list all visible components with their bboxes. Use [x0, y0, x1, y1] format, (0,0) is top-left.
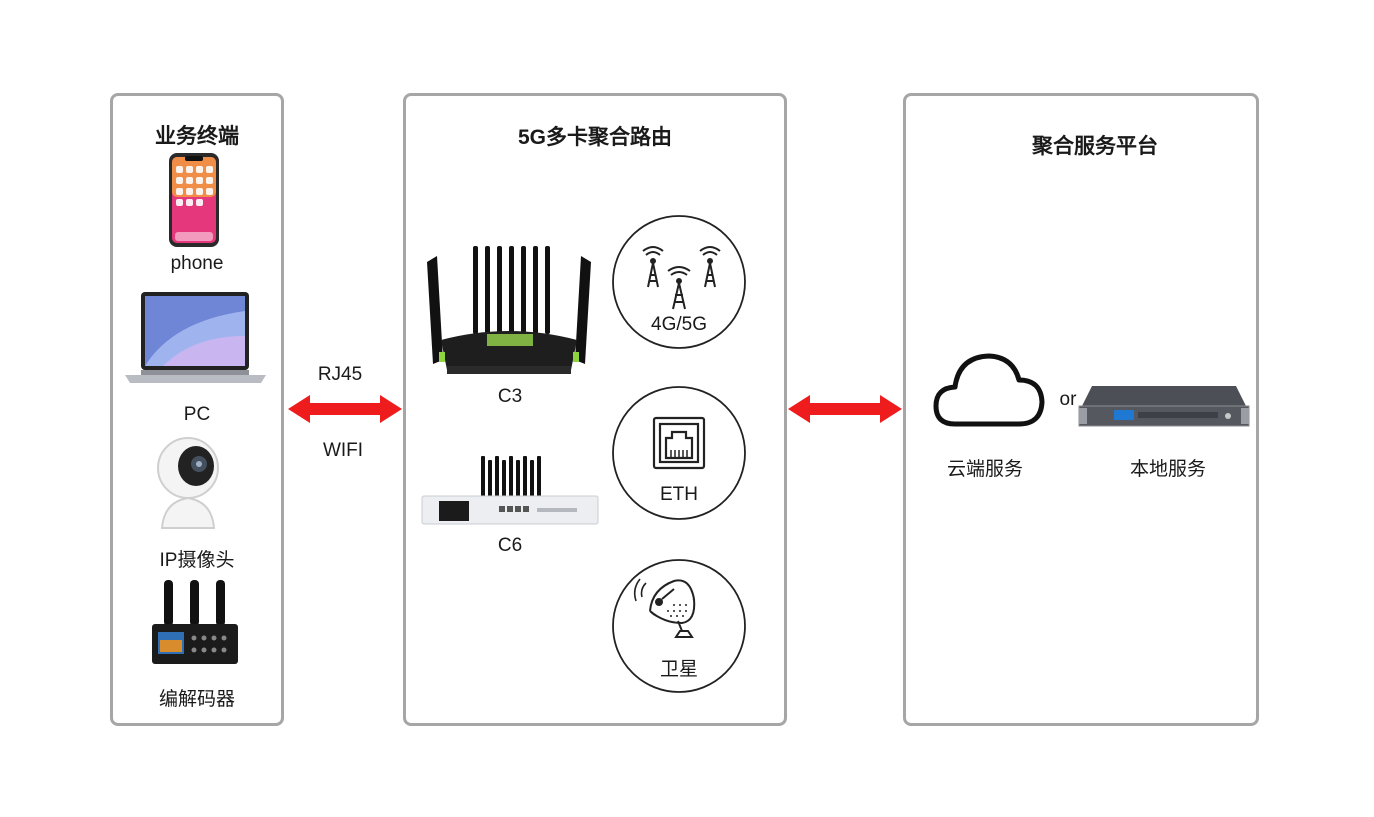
c6-router-image — [421, 454, 599, 526]
phone-image — [168, 152, 220, 248]
satellite-label: 卫星 — [659, 659, 698, 680]
c3-label: C3 — [497, 386, 523, 407]
c3-router-image — [421, 244, 596, 380]
wifi-label: WIFI — [322, 440, 364, 461]
left-double-arrow — [288, 394, 402, 424]
encoder-label: 编解码器 — [158, 689, 235, 710]
router-title: 5G多卡聚合路由 — [517, 126, 672, 149]
cell-tower-icon — [642, 246, 721, 310]
satellite-dish-icon — [633, 578, 696, 638]
ethernet-port-icon — [652, 416, 706, 470]
laptop-image — [123, 291, 268, 391]
satellite-uplink-circle — [612, 559, 746, 693]
pc-label: PC — [183, 404, 211, 425]
local-service-label: 本地服务 — [1129, 459, 1206, 480]
ip-camera-label: IP摄像头 — [159, 550, 235, 571]
rack-server-image — [1078, 384, 1250, 430]
c6-label: C6 — [497, 535, 523, 556]
ethernet-uplink-circle — [612, 386, 746, 520]
eth-label: ETH — [660, 484, 698, 505]
encoder-image — [150, 578, 240, 666]
cellular-uplink-circle — [612, 215, 746, 349]
cloud-icon — [933, 352, 1045, 428]
terminals-title: 业务终端 — [155, 125, 239, 148]
right-double-arrow — [788, 394, 902, 424]
phone-label: phone — [170, 253, 224, 274]
cloud-service-label: 云端服务 — [946, 459, 1023, 480]
cellular-label: 4G/5G — [651, 314, 707, 335]
platform-title: 聚合服务平台 — [1032, 135, 1158, 158]
rj45-label: RJ45 — [317, 364, 363, 385]
or-text: or — [1059, 389, 1077, 410]
ip-camera-image — [156, 436, 220, 529]
